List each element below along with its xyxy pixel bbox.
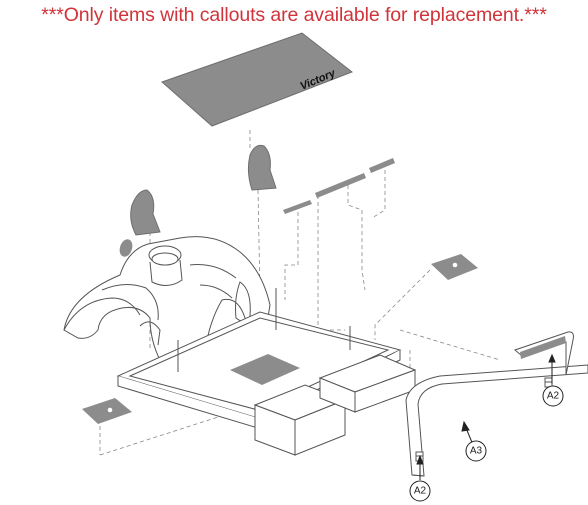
strap-label-band <box>520 336 566 359</box>
svg-text:A3: A3 <box>470 446 483 457</box>
battery-strap-a3 <box>405 364 588 477</box>
foot-pad-hole <box>107 407 113 413</box>
strap-buckle-right <box>544 377 553 388</box>
replacement-notice: ***Only items with callouts are availabl… <box>41 4 547 26</box>
callout-a2-bottom: A2 <box>409 480 431 502</box>
top-cover-plate: Victory <box>161 32 354 127</box>
callout-a3: A3 <box>465 440 487 462</box>
svg-text:A2: A2 <box>414 486 427 497</box>
foot-pad-left <box>82 398 132 424</box>
oval-pad <box>119 239 133 257</box>
fin-pad-left <box>130 189 161 236</box>
center-floor-pad <box>230 354 300 385</box>
strip-pads <box>283 158 395 214</box>
callout-a2-right: A2 <box>542 385 564 407</box>
svg-text:A2: A2 <box>547 391 560 402</box>
fin-pad-center <box>247 144 277 191</box>
foot-pad-hole <box>452 262 458 268</box>
rear-shroud <box>63 236 271 366</box>
